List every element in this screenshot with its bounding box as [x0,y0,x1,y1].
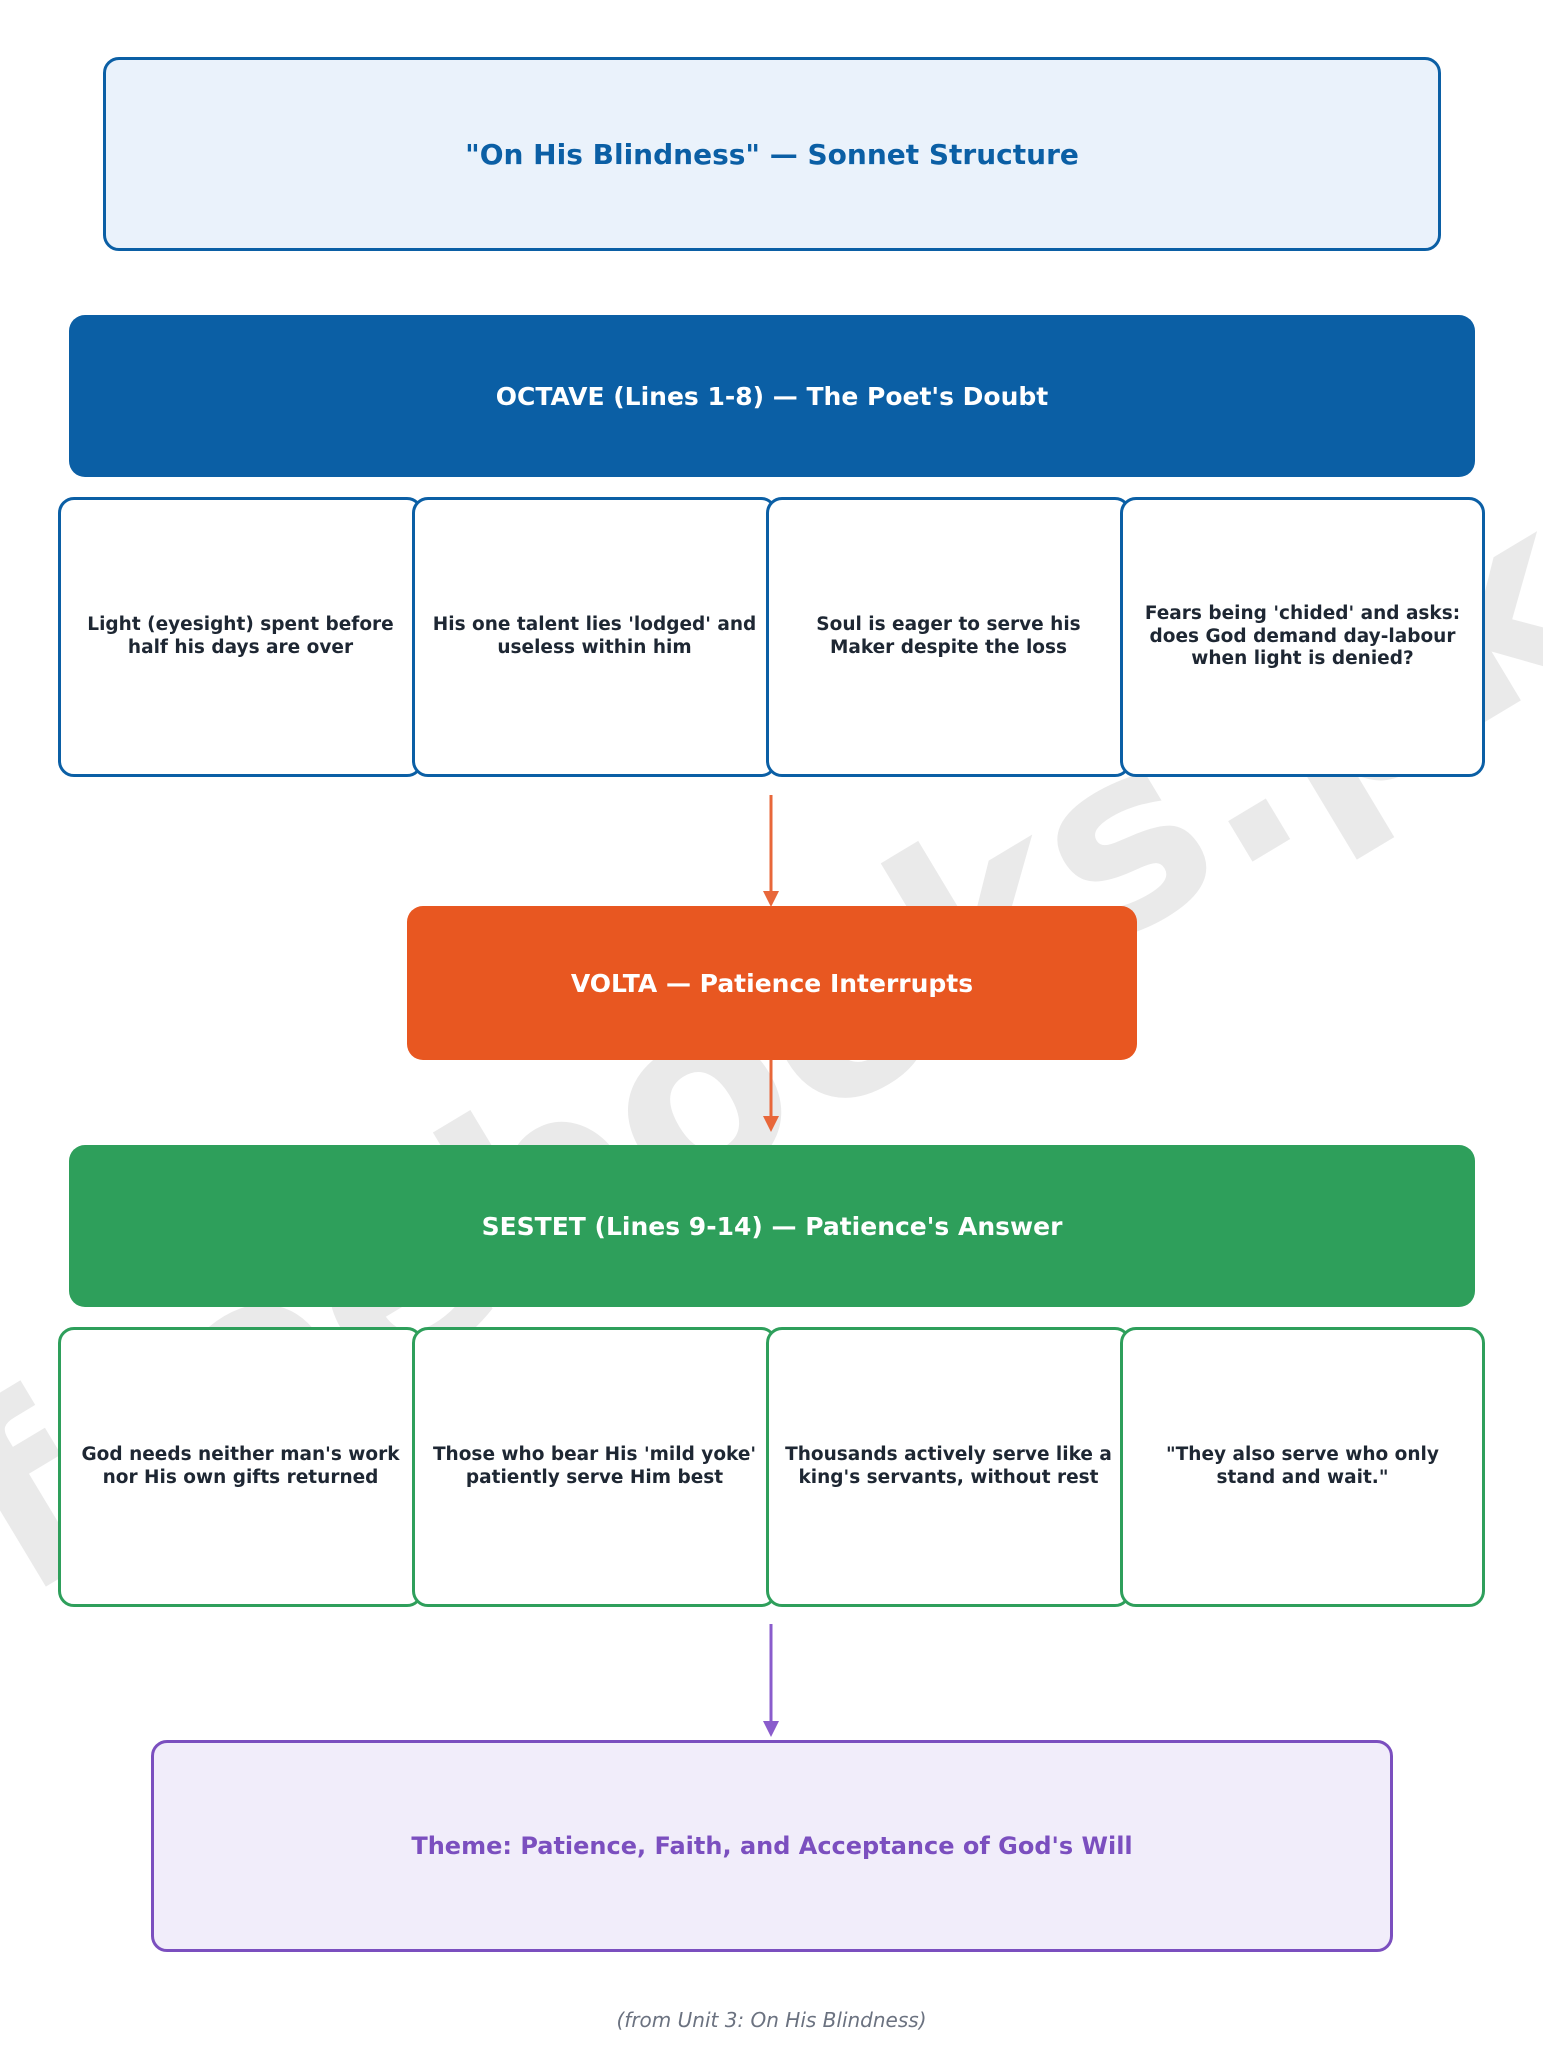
arrow-volta-to-sestet [763,1060,779,1132]
diagram-title: "On His Blindness" — Sonnet Structure [103,57,1441,251]
sestet-banner: SESTET (Lines 9-14) — Patience's Answer [69,1145,1475,1307]
sestet-point-card: "They also serve who only stand and wait… [1120,1327,1485,1607]
volta-box: VOLTA — Patience Interrupts [407,906,1137,1060]
footer-caption: (from Unit 3: On His Blindness) [616,2008,927,2032]
arrow-sestet-to-theme [763,1624,779,1737]
sestet-point-card: God needs neither man's work nor His own… [58,1327,423,1607]
arrow-octave-to-volta [763,795,779,907]
octave-point-card: Fears being 'chided' and asks: does God … [1120,497,1485,777]
octave-point-card: Light (eyesight) spent before half his d… [58,497,423,777]
sestet-point-card: Thousands actively serve like a king's s… [766,1327,1131,1607]
sestet-point-card: Those who bear His 'mild yoke' patiently… [412,1327,777,1607]
theme-box: Theme: Patience, Faith, and Acceptance o… [151,1740,1393,1952]
octave-point-card: His one talent lies 'lodged' and useless… [412,497,777,777]
octave-point-card: Soul is eager to serve his Maker despite… [766,497,1131,777]
octave-banner: OCTAVE (Lines 1-8) — The Poet's Doubt [69,315,1475,477]
